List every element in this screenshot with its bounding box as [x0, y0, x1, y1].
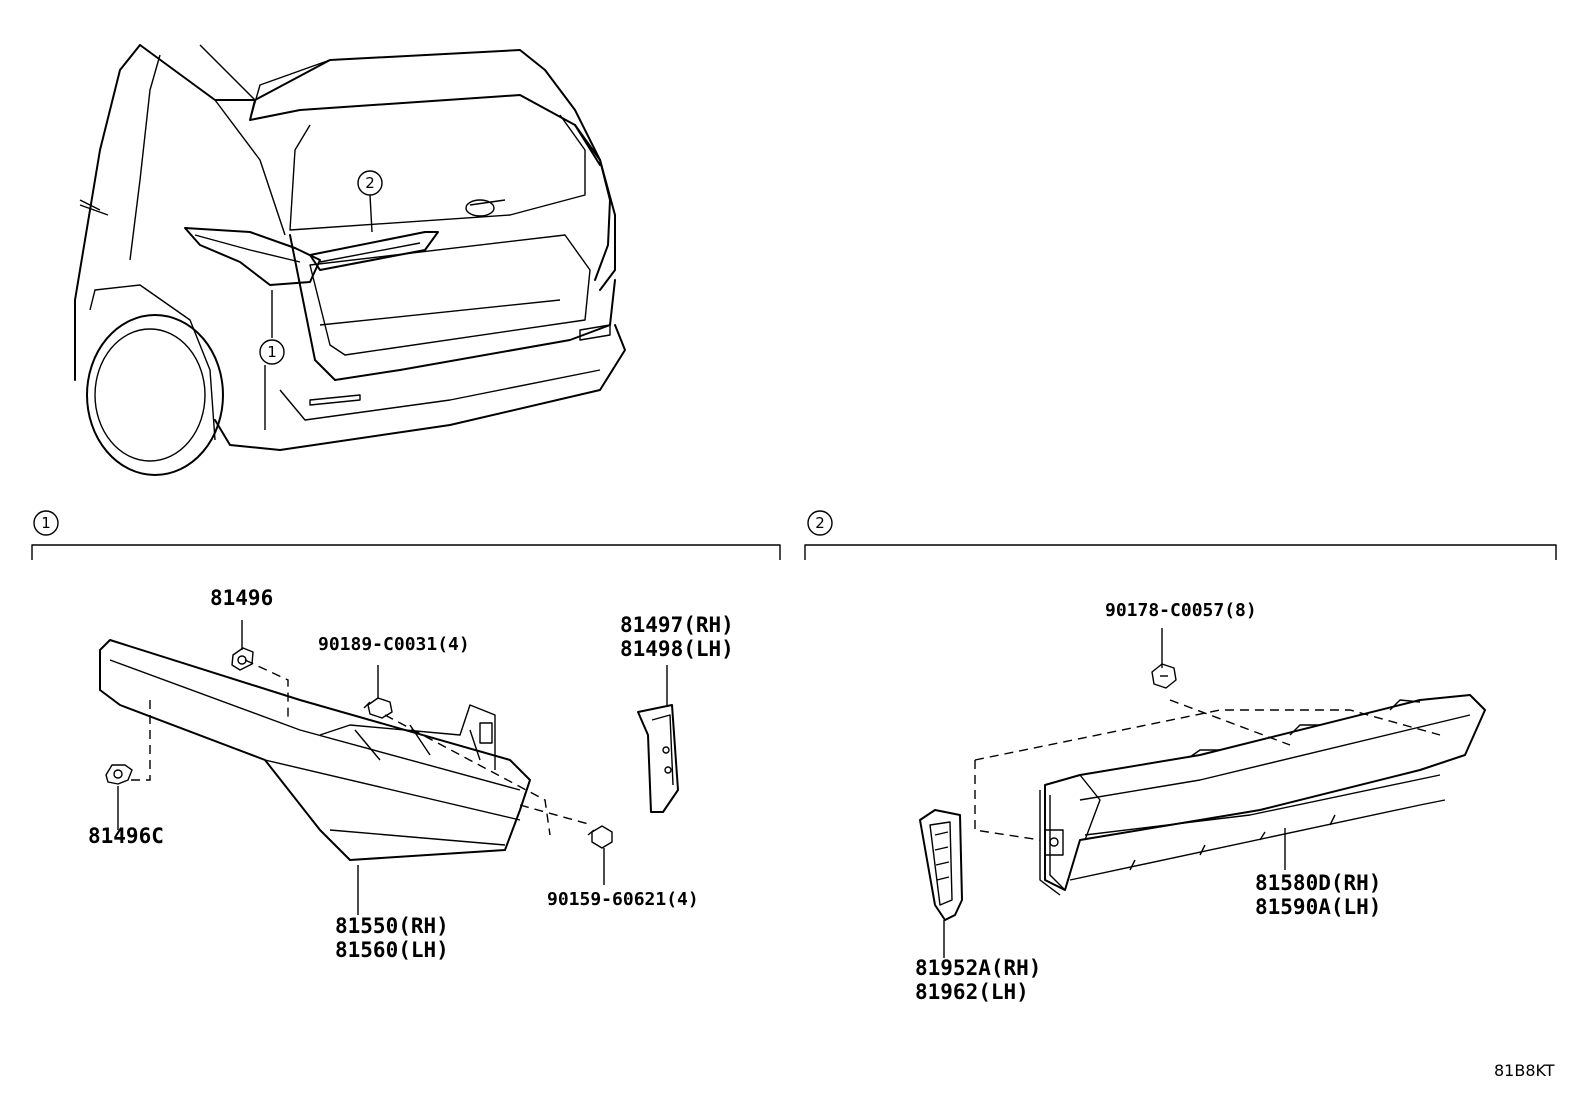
gasket-81952	[919, 809, 963, 958]
screw-90159	[587, 825, 613, 885]
label-81952: 81952A(RH)	[915, 956, 1041, 980]
section-1-header: 1	[31, 510, 781, 560]
label-81560: 81560(LH)	[335, 938, 449, 962]
screw-90189	[363, 665, 393, 719]
clip-81496	[231, 620, 254, 671]
svg-text:2: 2	[365, 174, 375, 192]
tail-lamp-assembly-2	[974, 694, 1486, 896]
svg-text:2: 2	[815, 514, 825, 532]
callout-1: 1	[259, 339, 285, 365]
label-90178: 90178-C0057(8)	[1105, 600, 1257, 621]
clip-90178	[1151, 628, 1177, 689]
diagram-code: 81B8KT	[1494, 1061, 1555, 1080]
clip-81496c	[105, 764, 133, 830]
label-81550: 81550(RH)	[335, 914, 449, 938]
callout-2: 2	[357, 170, 383, 196]
label-90159: 90159-60621(4)	[547, 889, 699, 910]
label-81590: 81590A(LH)	[1255, 895, 1381, 919]
svg-text:1: 1	[41, 514, 51, 532]
label-81498: 81498(LH)	[620, 637, 734, 661]
vehicle-rear-illustration	[74, 44, 626, 476]
label-81496c: 81496C	[88, 824, 164, 848]
section-2-header: 2	[804, 510, 1557, 560]
tail-lamp-assembly-1	[99, 639, 593, 861]
label-81580: 81580D(RH)	[1255, 871, 1381, 895]
label-81962: 81962(LH)	[915, 980, 1029, 1004]
label-90189: 90189-C0031(4)	[318, 634, 470, 655]
svg-text:1: 1	[267, 343, 277, 361]
label-81497: 81497(RH)	[620, 613, 734, 637]
gasket-81497	[637, 665, 679, 813]
label-81496: 81496	[210, 586, 273, 610]
